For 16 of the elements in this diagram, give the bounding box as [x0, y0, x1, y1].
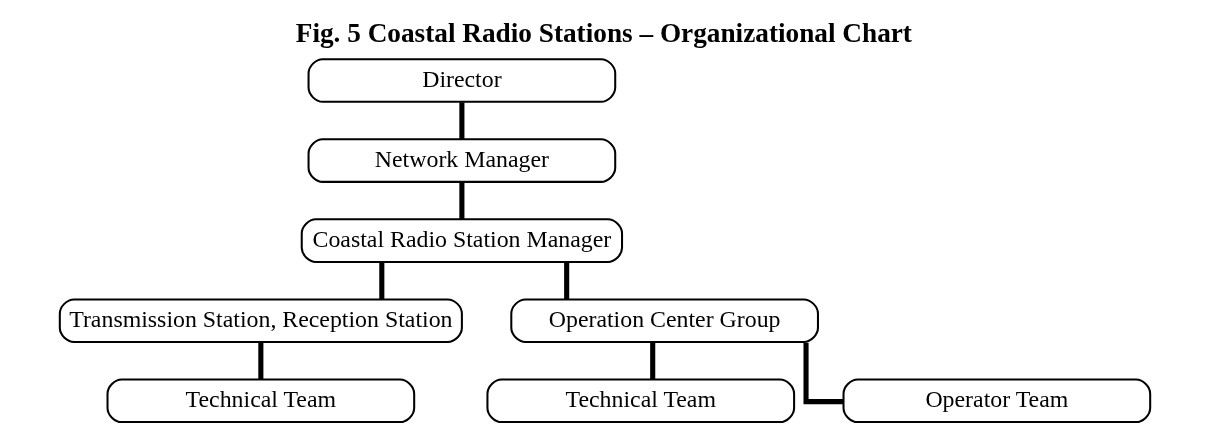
connector [564, 262, 570, 300]
connector [379, 262, 385, 300]
node-box: Technical Team [486, 378, 796, 424]
node-box: Technical Team [106, 378, 416, 424]
node-box: Network Manager [307, 138, 617, 183]
connector [803, 342, 844, 405]
diagram-title: Fig. 5 Coastal Radio Stations – Organizational Chart [295, 17, 912, 48]
node-box: Director [307, 58, 617, 103]
node-box: Operator Team [842, 378, 1152, 424]
connector [459, 102, 465, 140]
connector [650, 342, 656, 380]
connector [459, 182, 465, 220]
node-box: Coastal Radio Station Manager [300, 218, 624, 263]
connector [258, 342, 264, 380]
node-box: Operation Center Group [510, 298, 819, 344]
node-box: Transmission Station, Reception Station [58, 298, 463, 344]
